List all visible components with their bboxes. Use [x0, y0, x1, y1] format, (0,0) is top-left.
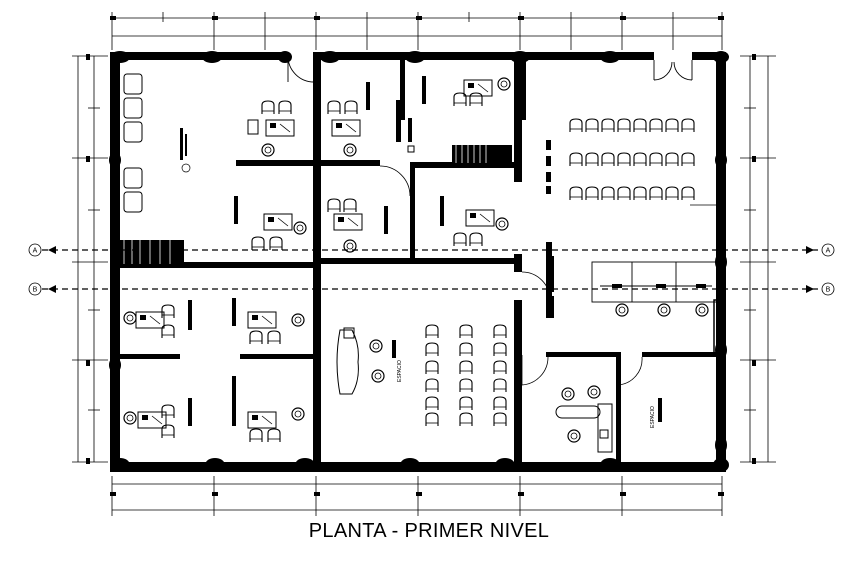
left-dimension-lines — [72, 55, 108, 463]
office-furniture-8 — [232, 298, 305, 345]
lower-right-office — [555, 403, 613, 453]
interior-doors — [379, 165, 643, 386]
axis-bubble-a-right: A — [821, 243, 835, 257]
auditorium-chairs — [425, 324, 507, 427]
reception-chairs — [369, 339, 396, 383]
counter-markers — [548, 256, 706, 318]
reception-desk — [336, 327, 359, 395]
hall-marker — [546, 140, 716, 206]
floor-plan: A A B B — [28, 12, 835, 516]
right-dimension-lines — [740, 55, 776, 463]
workstation-chairs — [615, 303, 709, 317]
entry-doors — [287, 55, 693, 83]
axis-bubble-b-right: B — [821, 282, 835, 296]
office-furniture-5 — [327, 198, 388, 253]
office-furniture-9 — [123, 398, 192, 439]
axis-label-a: A — [33, 248, 38, 255]
office-furniture-2 — [327, 82, 370, 157]
waiting-sofa-chairs — [123, 73, 143, 213]
room-label-espacio-1: ESPACIO — [397, 360, 403, 382]
office-furniture-6 — [440, 196, 509, 247]
shelving — [396, 100, 415, 153]
axis-label-b: B — [826, 287, 831, 294]
hall-chairs-rows — [569, 118, 695, 201]
axis-markers — [48, 246, 814, 293]
axis-bubble-b-left: B — [28, 282, 42, 296]
dim-marker — [180, 128, 191, 173]
axis-label-b: B — [33, 287, 38, 294]
office-furniture-4 — [234, 196, 307, 251]
axis-bubble-a-left: A — [28, 243, 42, 257]
office-furniture-3 — [422, 76, 511, 107]
drawing-title: PLANTA - PRIMER NIVEL — [308, 520, 550, 542]
room-label-espacio-2: ESPACIO — [650, 406, 656, 428]
lower-right-marker — [658, 398, 662, 422]
interior-walls — [120, 52, 720, 472]
axis-label-a: A — [826, 248, 831, 255]
dimension-ticks — [86, 16, 756, 496]
office-furniture-10 — [232, 376, 305, 443]
office-furniture-7 — [123, 300, 192, 339]
office-furniture-1 — [247, 100, 295, 157]
lower-right-chairs — [561, 385, 601, 443]
wall-hatching — [123, 145, 487, 264]
